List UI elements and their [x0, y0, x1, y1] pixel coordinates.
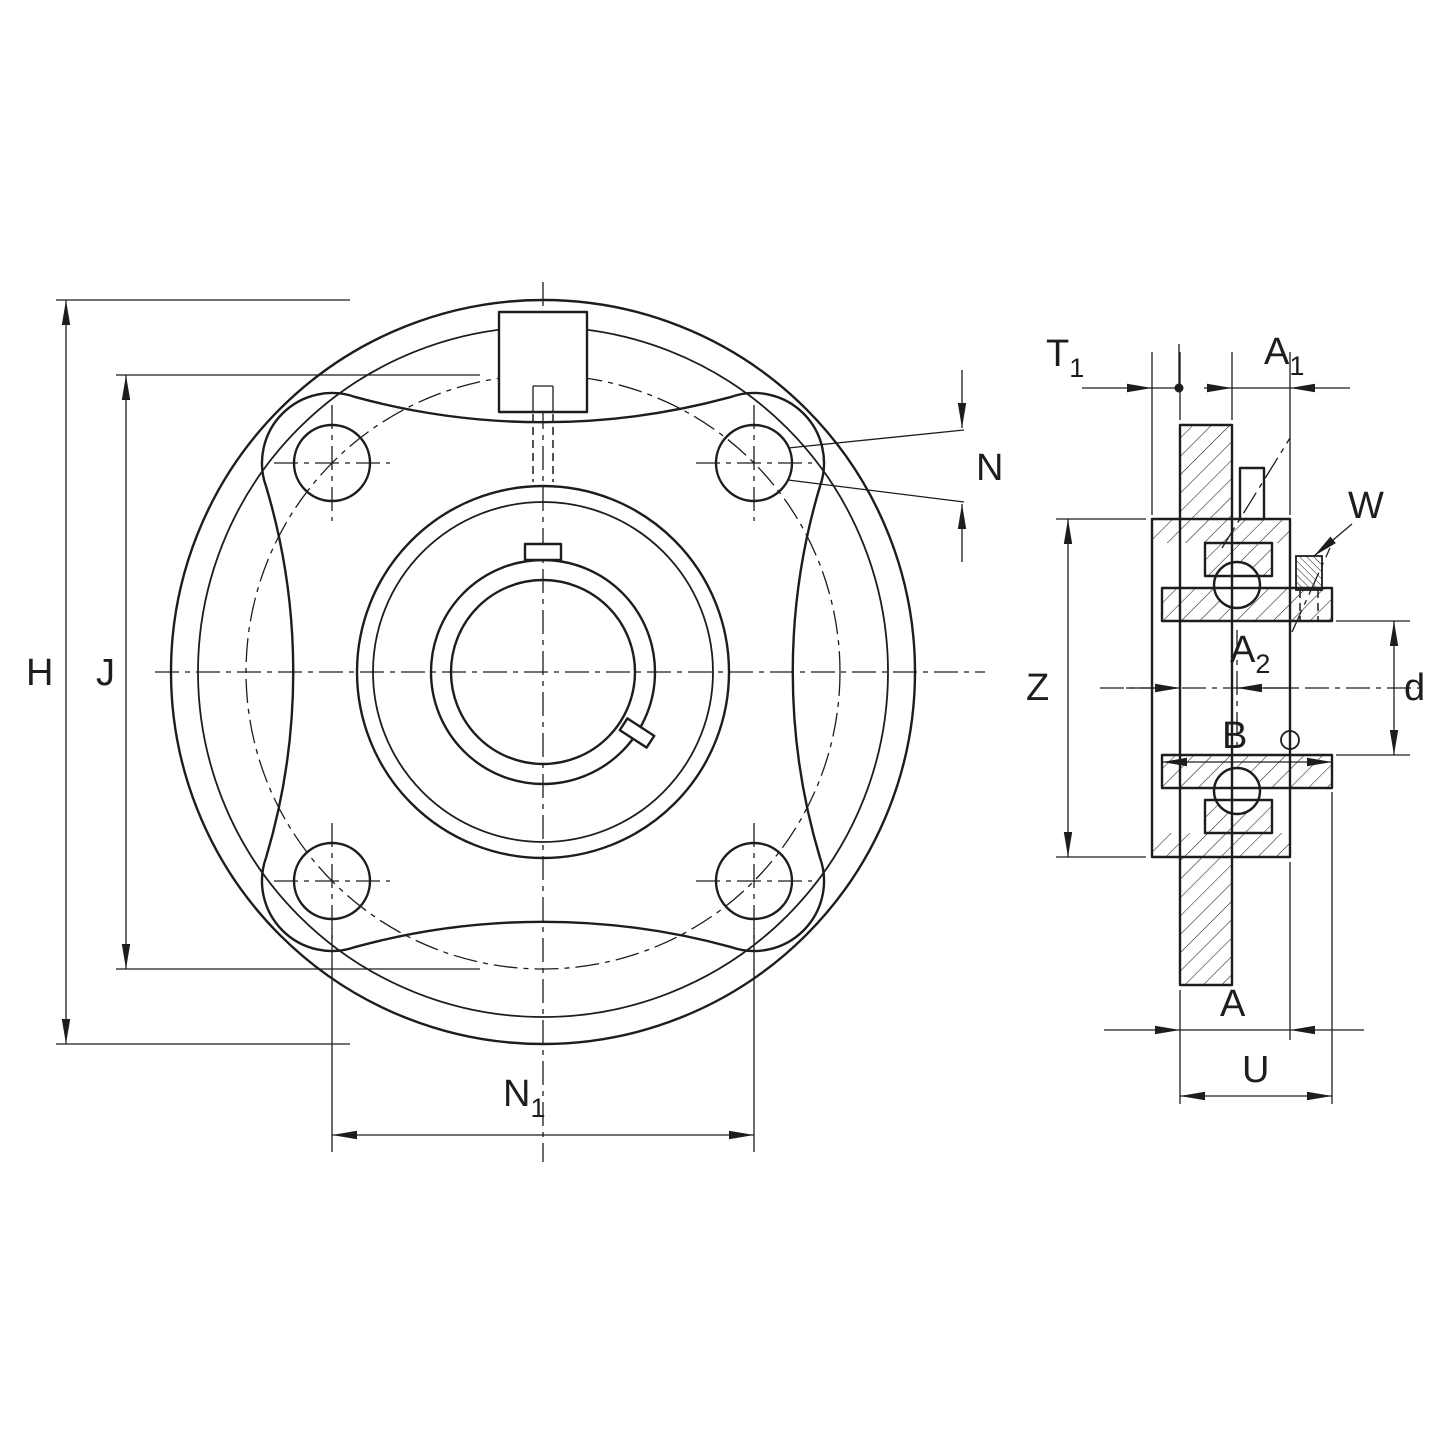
dim-label-n: N: [976, 447, 1003, 489]
dim-label-t1: T1: [1046, 333, 1084, 383]
dim-label-a1: A1: [1264, 331, 1304, 381]
lube-hole: [1280, 730, 1300, 750]
dim-label-b: B: [1222, 715, 1247, 757]
bolt-hole-bottom-right: [696, 823, 812, 939]
bolt-hole-top-right: [696, 405, 812, 521]
dim-N: N: [787, 370, 1003, 562]
dim-label-w: W: [1348, 485, 1384, 527]
dim-N1: N1: [331, 928, 755, 1152]
outer-race-circle: [355, 484, 731, 860]
dim-A: A: [1104, 862, 1364, 1104]
ball-bottom: [1212, 766, 1262, 816]
flange-outer-circle: [169, 298, 917, 1046]
ball-top: [1212, 560, 1262, 610]
dim-label-d: d: [1404, 667, 1425, 709]
bore-circle: [449, 578, 637, 766]
outer-ring-top-section: [1203, 541, 1274, 578]
bolt-hole-top-left: [274, 405, 390, 521]
flange-plate-outline: [1178, 423, 1234, 987]
inner-ring-top-section: [1160, 586, 1334, 623]
bolt-hole-bottom-left: [274, 823, 390, 939]
dim-U: U: [1180, 792, 1333, 1104]
dim-label-a: A: [1220, 983, 1246, 1025]
section-hatching: [1152, 425, 1332, 985]
side-view: T1 A1 W Z A2: [1026, 331, 1425, 1104]
front-view: H J N N1: [26, 282, 1003, 1162]
flange-lobed-contour: [260, 391, 826, 953]
dim-label-h: H: [26, 652, 53, 694]
dim-J: J: [96, 374, 480, 970]
dim-Z: Z: [1026, 518, 1146, 858]
inner-ring-bottom-section: [1160, 753, 1334, 790]
grease-fitting-side: [1221, 437, 1291, 549]
set-screw-notch-top: [523, 542, 563, 562]
dim-A1: A1: [1204, 331, 1350, 515]
dim-label-n1: N1: [503, 1073, 545, 1123]
dim-label-j: J: [96, 652, 115, 694]
dim-T1: T1: [1046, 333, 1184, 515]
dim-W: W: [1313, 485, 1384, 557]
dim-H: H: [26, 299, 350, 1045]
set-screw: [1291, 547, 1331, 633]
outer-ring-bottom-section: [1203, 798, 1274, 835]
dim-label-a2: A2: [1230, 629, 1270, 679]
grease-fitting: [497, 310, 589, 482]
dim-label-u: U: [1242, 1049, 1269, 1091]
dim-A2: A2: [1126, 629, 1294, 693]
dim-B: B: [1162, 715, 1332, 767]
seal-circle: [372, 501, 714, 843]
dim-d: d: [1336, 620, 1425, 756]
dim-label-z: Z: [1026, 667, 1049, 709]
set-screw-notch-side: [618, 717, 656, 749]
